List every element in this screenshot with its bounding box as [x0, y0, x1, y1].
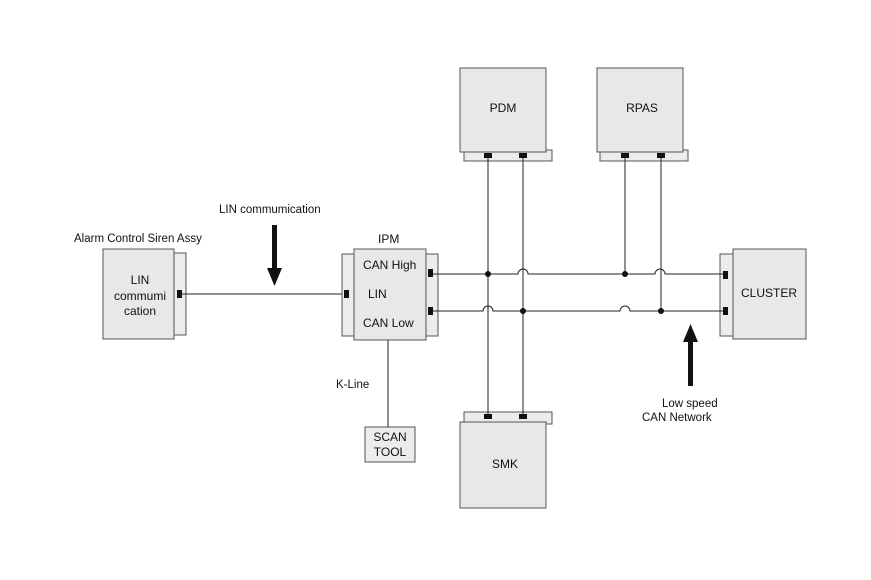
siren-box-text-1: LIN: [131, 273, 150, 287]
low-speed-label-1: Low speed: [662, 398, 718, 410]
can-high-bus: [433, 268, 723, 275]
can-low-bus: [433, 305, 723, 312]
scan-tool-text-1: SCAN: [373, 430, 406, 444]
rpas-label: RPAS: [626, 101, 658, 115]
junction-dot: [520, 308, 526, 314]
cluster-label: CLUSTER: [741, 286, 797, 300]
siren-box-text-2: commumi: [114, 289, 166, 303]
smk-module: SMK: [459, 411, 553, 509]
low-speed-label-2: CAN Network: [642, 412, 712, 424]
lin-arrow-icon: [267, 225, 282, 286]
ipm-can-high: CAN High: [363, 258, 416, 272]
ipm-lin: LIN: [368, 287, 387, 301]
can-network-arrow-icon: [683, 324, 698, 386]
k-line-label: K-Line: [336, 379, 369, 391]
junction-dot: [485, 271, 491, 277]
ipm-can-low: CAN Low: [363, 316, 414, 330]
ipm-title: IPM: [378, 232, 399, 246]
cluster-module: CLUSTER: [719, 248, 807, 340]
pdm-module: PDM: [459, 67, 553, 162]
lin-communication-label: LIN commumication: [219, 204, 321, 216]
siren-box-text-3: cation: [124, 304, 156, 318]
ipm-module: CAN High LIN CAN Low: [341, 248, 439, 341]
scan-tool-box: SCAN TOOL: [364, 426, 416, 463]
rpas-module: RPAS: [596, 67, 689, 162]
junction-dot: [658, 308, 664, 314]
alarm-siren-title: Alarm Control Siren Assy: [74, 233, 202, 245]
smk-label: SMK: [492, 457, 518, 471]
pdm-label: PDM: [490, 101, 517, 115]
scan-tool-text-2: TOOL: [374, 445, 407, 459]
alarm-siren-module: LIN commumi cation: [102, 248, 187, 340]
junction-dot: [622, 271, 628, 277]
